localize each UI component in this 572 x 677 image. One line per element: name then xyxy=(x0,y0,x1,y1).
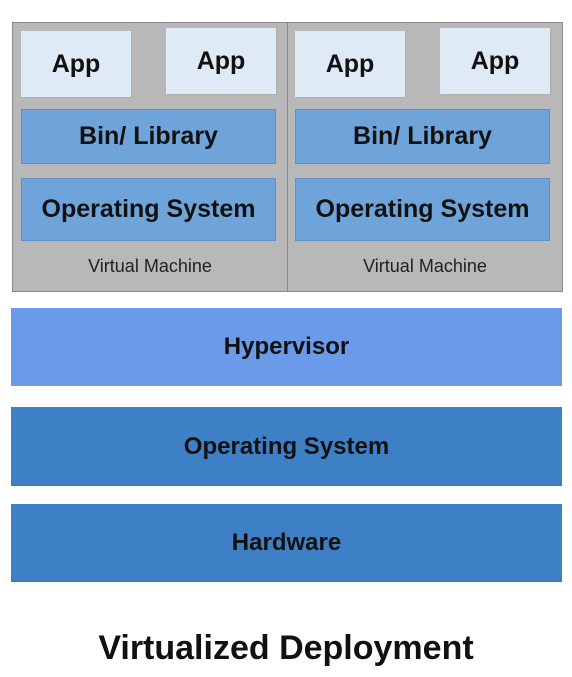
host-operating-system-layer: Operating System xyxy=(11,407,562,486)
hypervisor-layer: Hypervisor xyxy=(11,308,562,386)
vm2-label: Virtual Machine xyxy=(363,255,487,276)
vm1-bin-library: Bin/ Library xyxy=(21,109,276,164)
vm2-operating-system: Operating System xyxy=(295,178,550,241)
vm1-label: Virtual Machine xyxy=(88,255,212,276)
vm1-app-2: App xyxy=(166,28,276,94)
vm1-app-1: App xyxy=(21,31,131,97)
vm1-operating-system: Operating System xyxy=(21,178,276,241)
vm2-app-2: App xyxy=(440,28,550,94)
hardware-layer: Hardware xyxy=(11,504,562,582)
vm2-bin-library: Bin/ Library xyxy=(295,109,550,164)
vm2-app-1: App xyxy=(295,31,405,97)
diagram-title: Virtualized Deployment xyxy=(98,628,474,667)
